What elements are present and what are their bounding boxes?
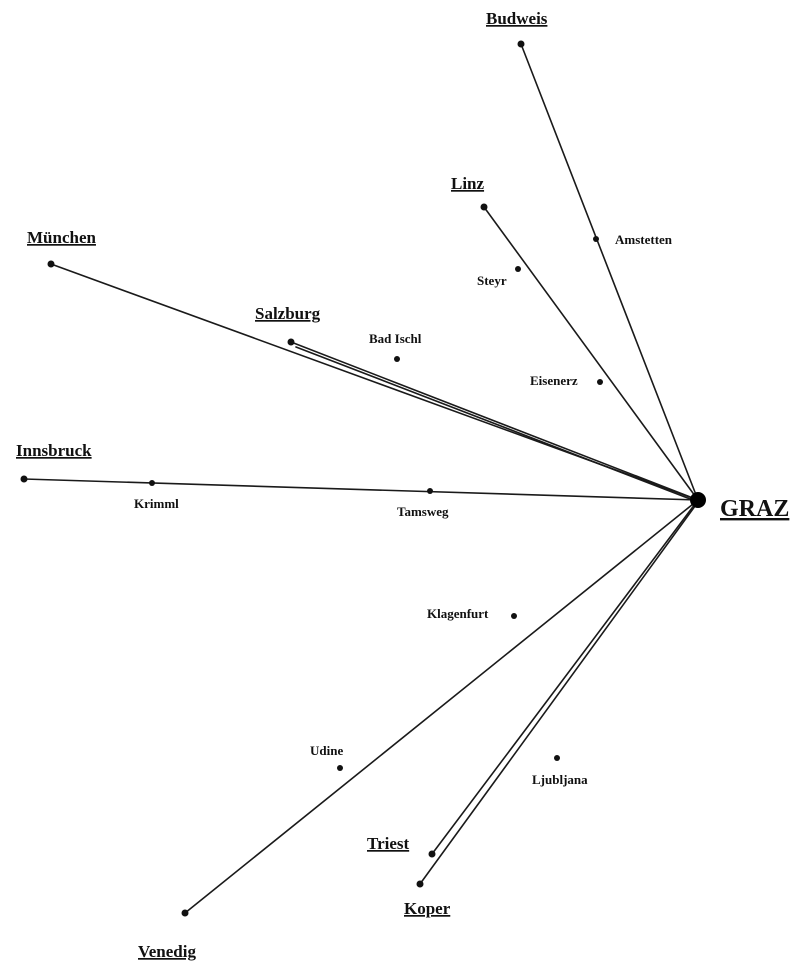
label-innsbruck: Innsbruck	[16, 441, 92, 460]
dot-salzburg	[287, 338, 295, 346]
dot-udine	[337, 765, 343, 771]
dot-ljubljana	[554, 755, 560, 761]
label-krimml: Krimml	[134, 496, 179, 511]
dot-krimml	[149, 480, 155, 486]
label-amstetten: Amstetten	[615, 232, 673, 247]
dot-bad-ischl	[394, 356, 400, 362]
dot-budweis	[517, 40, 525, 48]
label-udine: Udine	[310, 743, 343, 758]
major-city-dots	[20, 40, 525, 917]
label-muenchen: München	[27, 228, 97, 247]
label-klagenfurt: Klagenfurt	[427, 606, 489, 621]
route-salzburg-b	[295, 346, 699, 503]
dot-muenchen	[47, 260, 55, 268]
route-linz	[483, 206, 699, 501]
dot-koper	[416, 880, 424, 888]
dot-venedig	[181, 909, 189, 917]
hub-dot	[690, 492, 706, 508]
dot-innsbruck	[20, 475, 28, 483]
label-budweis: Budweis	[486, 9, 548, 28]
dot-amstetten	[593, 236, 599, 242]
dot-linz	[480, 203, 488, 211]
label-tamsweg: Tamsweg	[397, 504, 449, 519]
route-venedig	[184, 499, 699, 914]
dot-steyr	[515, 266, 521, 272]
label-eisenerz: Eisenerz	[530, 373, 578, 388]
minor-place-labels: Amstetten Steyr Bad Ischl Eisenerz Krimm…	[134, 232, 673, 787]
label-linz: Linz	[451, 174, 485, 193]
label-ljubljana: Ljubljana	[532, 772, 588, 787]
major-city-labels: Budweis Linz München Salzburg Innsbruck …	[16, 9, 548, 961]
route-koper	[419, 501, 699, 885]
dot-triest	[428, 850, 436, 858]
dot-klagenfurt	[511, 613, 517, 619]
label-koper: Koper	[404, 899, 451, 918]
route-innsbruck	[23, 478, 699, 501]
label-bad-ischl: Bad Ischl	[369, 331, 422, 346]
label-steyr: Steyr	[477, 273, 507, 288]
minor-place-dots	[149, 236, 603, 771]
route-triest	[431, 499, 699, 855]
routes	[23, 43, 699, 914]
label-venedig: Venedig	[138, 942, 196, 961]
dot-eisenerz	[597, 379, 603, 385]
label-triest: Triest	[367, 834, 410, 853]
route-budweis	[520, 43, 699, 501]
route-salzburg-a	[290, 341, 699, 501]
dot-tamsweg	[427, 488, 433, 494]
hub-label: GRAZ	[720, 496, 789, 522]
label-salzburg: Salzburg	[255, 304, 321, 323]
